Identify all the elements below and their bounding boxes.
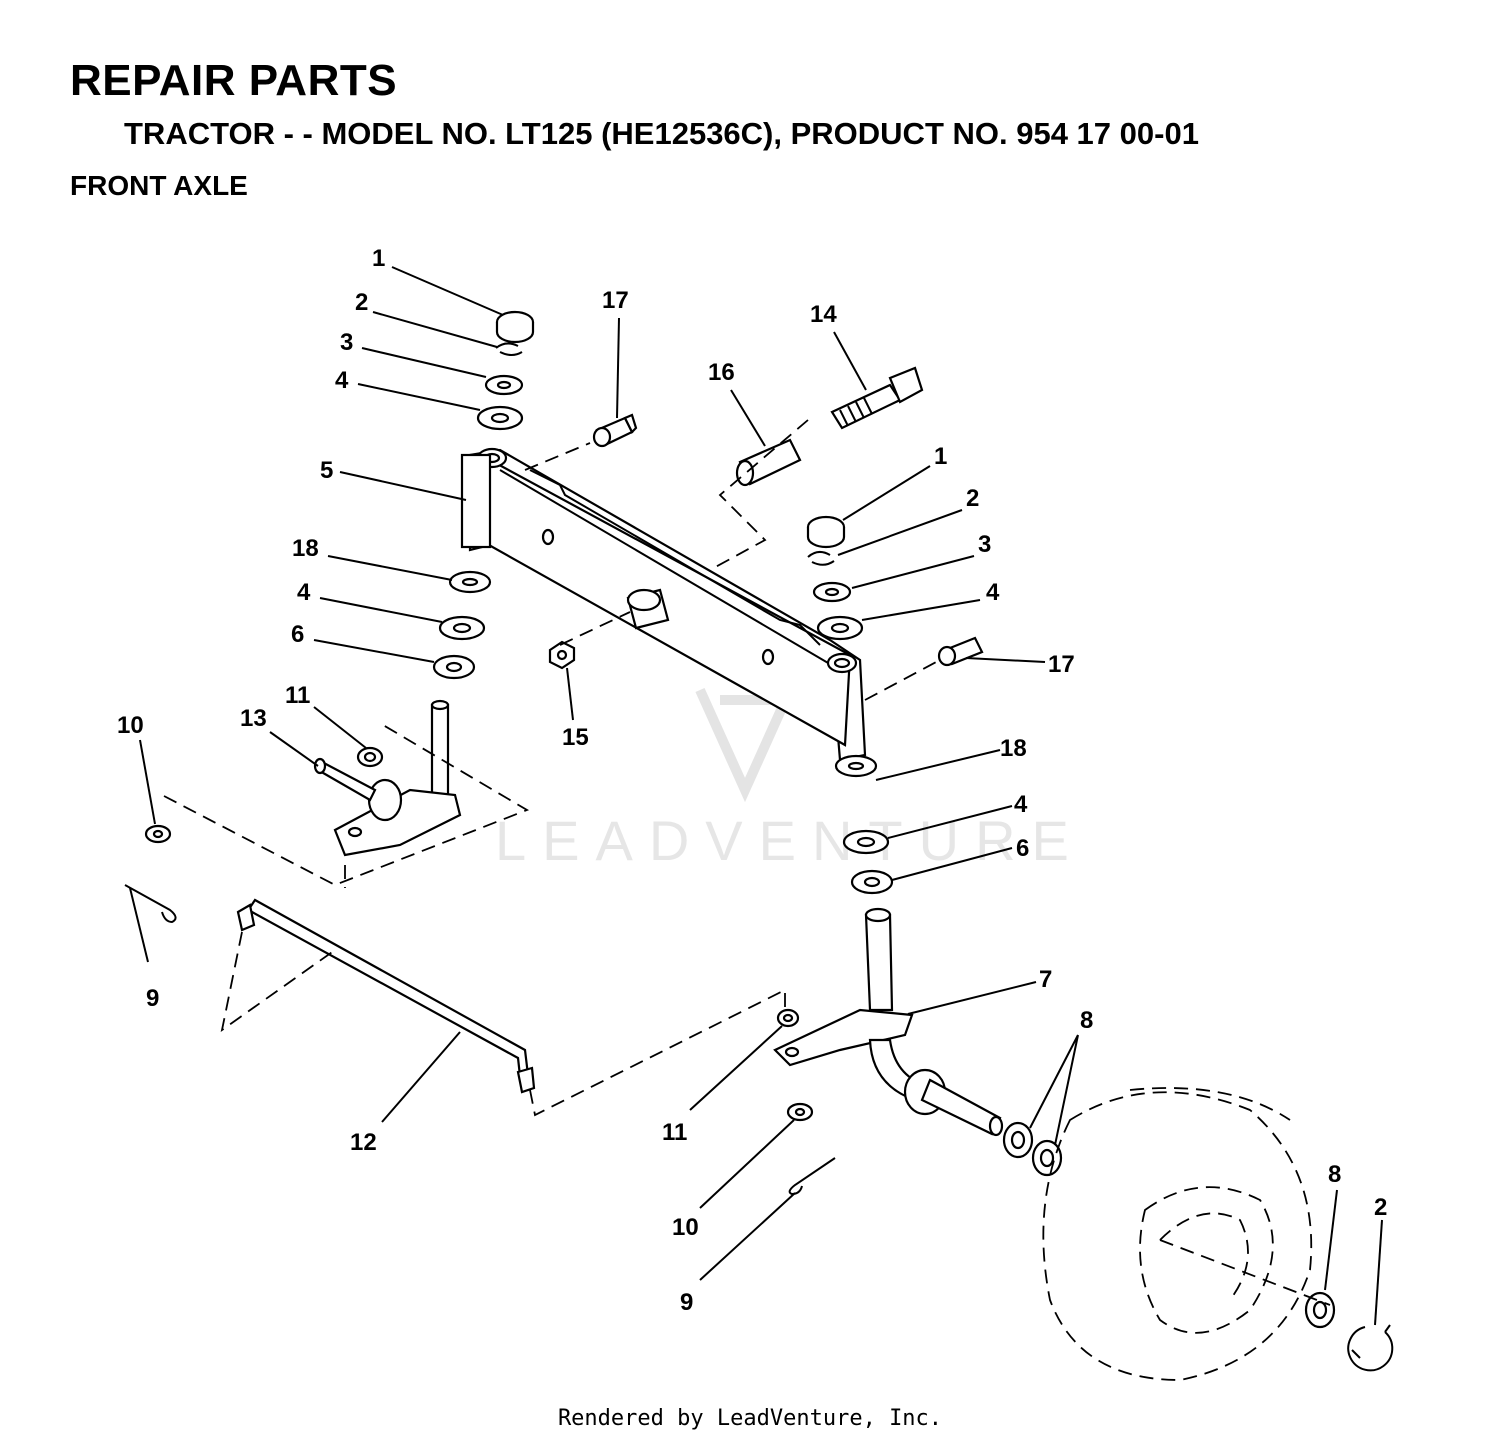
callout-4: 4 xyxy=(335,367,349,394)
page-title: REPAIR PARTS xyxy=(70,56,398,105)
callout-14: 14 xyxy=(810,301,837,328)
callout-9: 9 xyxy=(680,1289,693,1316)
callout-1: 1 xyxy=(372,245,385,272)
tire-outline xyxy=(1042,1087,1331,1381)
callout-18: 18 xyxy=(292,535,319,562)
watermark-text: LEADVENTURE xyxy=(495,809,1085,872)
callout-4: 4 xyxy=(297,579,311,606)
axle-beam xyxy=(460,447,867,762)
footer-credit: Rendered by LeadVenture, Inc. xyxy=(557,1406,943,1431)
callout-11: 11 xyxy=(662,1119,687,1146)
bolt-and-spacer xyxy=(592,366,924,487)
callout-13: 13 xyxy=(240,705,267,732)
callout-8: 8 xyxy=(1080,1007,1093,1034)
callout-1: 1 xyxy=(934,443,947,470)
callout-17: 17 xyxy=(1048,651,1075,678)
callout-4: 4 xyxy=(986,579,1000,606)
callout-3: 3 xyxy=(978,531,991,558)
callout-9: 9 xyxy=(146,985,159,1012)
callout-2: 2 xyxy=(355,289,368,316)
callout-10: 10 xyxy=(672,1214,699,1241)
right-spindle xyxy=(773,907,1004,1137)
callout-5: 5 xyxy=(320,457,333,484)
callout-8: 8 xyxy=(1328,1161,1341,1188)
washers xyxy=(144,824,1336,1329)
callout-4: 4 xyxy=(1014,791,1028,818)
callout-18: 18 xyxy=(1000,735,1027,762)
left-top-parts xyxy=(476,310,535,431)
callout-7: 7 xyxy=(1039,966,1052,993)
right-top-parts xyxy=(806,515,984,667)
callout-10: 10 xyxy=(117,712,144,739)
callout-15: 15 xyxy=(562,724,589,751)
callout-2: 2 xyxy=(1374,1194,1387,1221)
e-ring-retainer xyxy=(1347,1324,1394,1372)
callout-3: 3 xyxy=(340,329,353,356)
section-title: FRONT AXLE xyxy=(70,170,248,201)
callout-17: 17 xyxy=(602,287,629,314)
callout-11: 11 xyxy=(285,682,310,709)
callout-labels: 1 2 3 4 5 18 4 6 17 16 14 15 1 2 3 4 17 … xyxy=(117,245,1387,1316)
left-lower-washers xyxy=(432,570,492,680)
callout-2: 2 xyxy=(966,485,979,512)
left-spindle xyxy=(313,699,462,857)
leader-lines xyxy=(129,266,1383,1326)
callout-6: 6 xyxy=(1016,835,1029,862)
callout-16: 16 xyxy=(708,359,735,386)
assembly-guide-lines xyxy=(163,419,941,1117)
callout-12: 12 xyxy=(350,1129,377,1156)
cotter-pins xyxy=(124,884,836,1196)
model-subtitle: TRACTOR - - MODEL NO. LT125 (HE12536C), … xyxy=(124,116,1199,151)
tie-rod xyxy=(236,898,536,1094)
nut xyxy=(548,640,576,670)
callout-6: 6 xyxy=(291,621,304,648)
right-lower-washers xyxy=(834,754,894,895)
